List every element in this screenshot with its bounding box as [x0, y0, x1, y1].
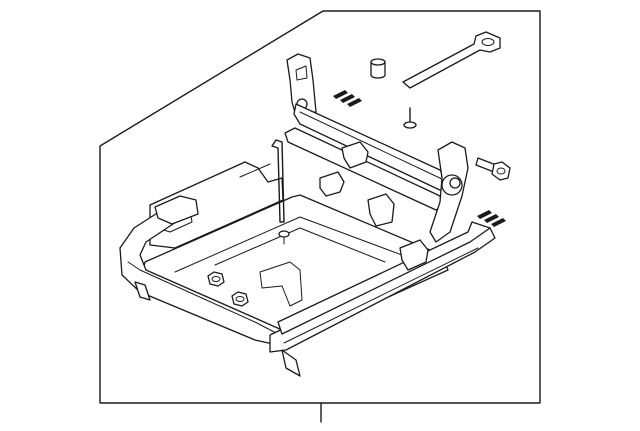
center-bracket [367, 193, 395, 227]
floor-ridge-inner [214, 227, 386, 266]
clip-pair-lower [477, 210, 506, 227]
left-rail-foot [134, 281, 151, 301]
cable-rod [271, 139, 285, 223]
rear-inner-bracket [341, 141, 369, 169]
cap-nut [370, 58, 386, 79]
floor-ridge [174, 216, 411, 273]
right-inner-bracket [399, 239, 429, 271]
left-rail-edge [127, 261, 277, 334]
left-riser-hole [295, 65, 308, 81]
back-panel-edge [239, 163, 271, 178]
retaining-strap [402, 31, 501, 89]
frame-nut-right [231, 291, 249, 307]
rear-bar-line [299, 111, 445, 181]
right-rail-line [283, 247, 479, 344]
left-riser [286, 53, 317, 117]
left-inner-bracket [319, 171, 345, 197]
right-rail-upper [277, 221, 491, 335]
clip-pair-upper [333, 90, 362, 107]
screw [403, 107, 417, 129]
bolt [475, 157, 511, 181]
frame-box [99, 10, 541, 404]
seat-track-frame [119, 53, 496, 377]
left-rail-front-tab [154, 195, 199, 225]
right-rail-slot [259, 261, 303, 307]
recliner-knob-center [449, 177, 461, 189]
frame-pin [278, 230, 290, 245]
right-rail-foot [281, 349, 301, 377]
frame-nut-left [207, 271, 225, 287]
